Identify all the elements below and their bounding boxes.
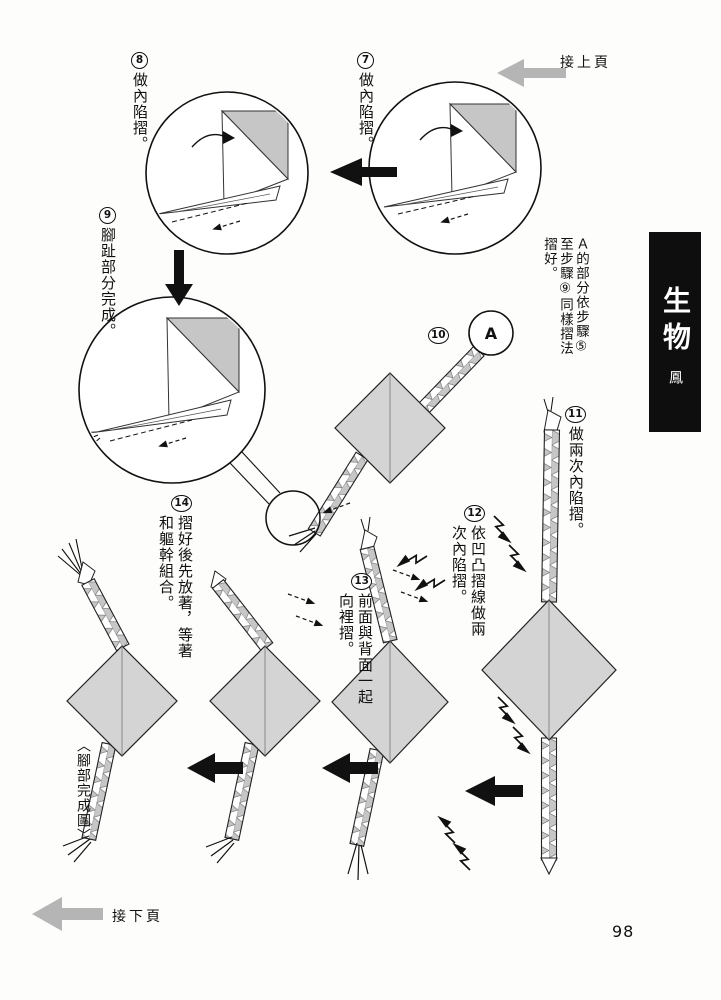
completed-leg-caption: 〈腳部完成圖〉 (75, 738, 91, 843)
step-9-label: 9 腳趾部分完成。 (98, 207, 117, 362)
point-a-label: A (485, 324, 498, 343)
arrow-step12-to-13 (322, 753, 378, 783)
step-14-text: 摺好後先放著，等著和軀幹組合。 (157, 515, 194, 659)
step-12-label: 12 依凹凸摺線做兩次內陷摺。 (443, 505, 487, 641)
note-a: Ａ的部分依步驟⑤至步驟⑨同樣摺法摺好。 (536, 237, 594, 367)
step-10-label: 10 (428, 327, 449, 344)
foot-claws-step10 (288, 527, 317, 553)
strike-arrow-icon (488, 515, 518, 545)
step-8-text: 做內陷摺。 (131, 72, 149, 152)
step-7-label: 7 做內陷摺。 (356, 52, 375, 172)
prev-page-label: 接上頁 (560, 55, 611, 71)
foot-claws-step12 (347, 842, 369, 881)
magnifier-connector-line (241, 451, 281, 494)
figure-final-leg (57, 538, 178, 863)
foot-claws-final (62, 835, 92, 863)
flow-arrows (165, 158, 523, 806)
fold-arrow-icon (399, 588, 431, 606)
next-page-label: 接下頁 (112, 909, 163, 925)
chapter-subtitle: 鳳 (667, 370, 683, 384)
fold-arrow-icon (286, 590, 318, 608)
note-a-text: Ａ的部分依步驟⑤至步驟⑨同樣摺法摺好。 (541, 237, 589, 356)
magnifier-step7 (368, 81, 542, 255)
step-14-label: 14 摺好後先放著，等著和軀幹組合。 (150, 495, 194, 669)
prev-page-arrow-icon (497, 59, 566, 87)
step-7-text: 做內陷摺。 (357, 72, 375, 152)
step-7-number: 7 (357, 52, 374, 69)
strike-arrow-icon (395, 545, 428, 578)
step-12-text: 依凹凸摺線做兩次內陷摺。 (450, 525, 487, 637)
strike-arrow-icon (413, 569, 446, 602)
chapter-category: 生物 (659, 286, 692, 358)
step-13-label: 13 前面與背面一起向裡摺。 (330, 573, 374, 707)
step-9-text: 腳趾部分完成。 (99, 227, 117, 339)
arrow-step13-to-final (187, 753, 243, 783)
step-11-number: 11 (565, 406, 586, 423)
strike-arrow-icon (431, 814, 461, 844)
strike-arrow-icon (507, 726, 537, 756)
figure-step12 (331, 516, 476, 881)
fold-arrow-icon (294, 612, 326, 630)
point-a-circle (468, 310, 514, 356)
step-10-number: 10 (428, 327, 449, 344)
figure-step10: A (288, 310, 514, 553)
arrow-to-magnifier (165, 250, 193, 306)
magnifier-target-circle (265, 490, 321, 546)
magnifier-step8 (145, 91, 309, 255)
step-11-text: 做兩次內陷摺。 (566, 426, 585, 538)
foot-claws-step13 (205, 836, 235, 864)
step-8-number: 8 (131, 52, 148, 69)
chapter-tab: 生物 鳳 (649, 232, 701, 432)
magnifier-step9 (78, 296, 266, 484)
step-13-number: 13 (351, 573, 372, 590)
figure-step11 (481, 396, 617, 876)
step-11-label: 11 做兩次內陷摺。 (565, 406, 586, 561)
magnifier-connector-line (229, 462, 270, 505)
strike-arrow-icon (503, 544, 533, 574)
step-13-text: 前面與背面一起向裡摺。 (337, 593, 374, 705)
step-12-number: 12 (464, 505, 485, 522)
next-page-arrow-icon (32, 897, 103, 931)
arrow-step11-to-12 (465, 776, 523, 806)
page-number: 98 (612, 922, 635, 941)
step-14-number: 14 (171, 495, 192, 512)
arrow-between-circles (330, 158, 397, 186)
strike-arrow-icon (446, 841, 476, 871)
fold-arrow-icon (391, 566, 423, 584)
figure-step13 (205, 570, 326, 864)
step-9-number: 9 (99, 207, 116, 224)
feather-fan (57, 538, 85, 579)
step-8-label: 8 做內陷摺。 (130, 52, 149, 172)
